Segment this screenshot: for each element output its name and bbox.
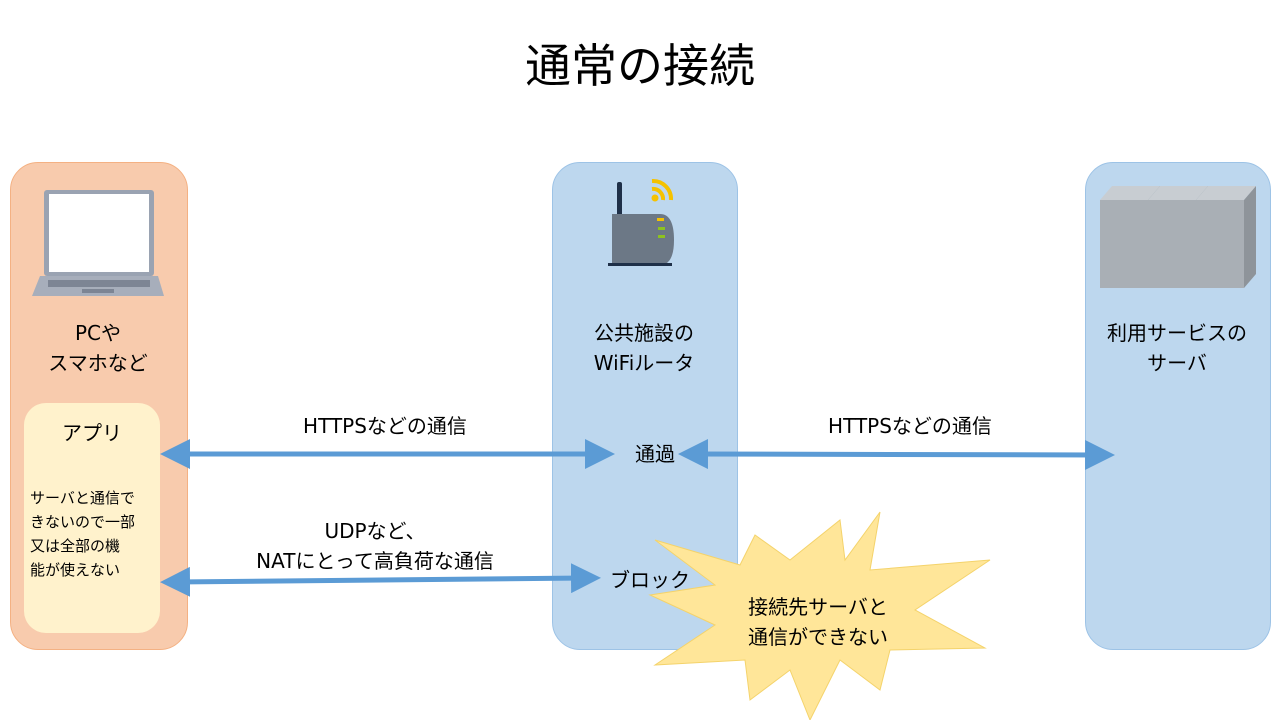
device-label: PCやスマホなど [10,318,186,378]
router-label-line: WiFiルータ [593,351,695,375]
udp-label-line: UDPなど、 [324,519,426,543]
device-label-line: スマホなど [48,351,148,375]
app-box [24,403,160,633]
server-label-line: サーバ [1147,351,1207,375]
app-desc-line: 能が使えない [30,561,121,579]
app-label: アプリ [62,421,122,445]
udp-label: UDPなど、 NATにとって高負荷な通信 [205,516,545,576]
burst-shape [648,511,991,720]
server-label-line: 利用サービスの [1107,321,1247,345]
https-right-label: HTTPSなどの通信 [828,414,992,438]
server-icon [1100,186,1256,288]
server-label: 利用サービスのサーバ [1085,318,1269,378]
app-description: サーバと通信で きないので一部 又は全部の機 能が使えない [30,486,160,582]
laptop-icon [32,190,164,296]
https-left-label: HTTPSなどの通信 [303,414,467,438]
burst-text-line: 通信ができない [748,625,888,649]
block-label: ブロック [610,568,690,592]
https-arrow-right [678,439,1115,470]
pass-label: 通過 [635,442,675,466]
burst-text-line: 接続先サーバと [748,595,888,619]
wifi-router-icon [608,178,674,266]
udp-label-line: NATにとって高負荷な通信 [256,549,494,573]
udp-arrow [160,563,601,597]
page-title: 通常の接続 [525,39,755,93]
app-desc-line: サーバと通信で [30,489,135,507]
app-desc-line: 又は全部の機 [30,537,121,555]
app-desc-line: きないので一部 [30,513,136,531]
router-label: 公共施設の WiFiルータ [552,318,736,378]
router-label-line: 公共施設の [594,321,694,345]
burst-text: 接続先サーバと通信ができない [718,592,918,652]
device-label-line: PCや [74,321,122,345]
